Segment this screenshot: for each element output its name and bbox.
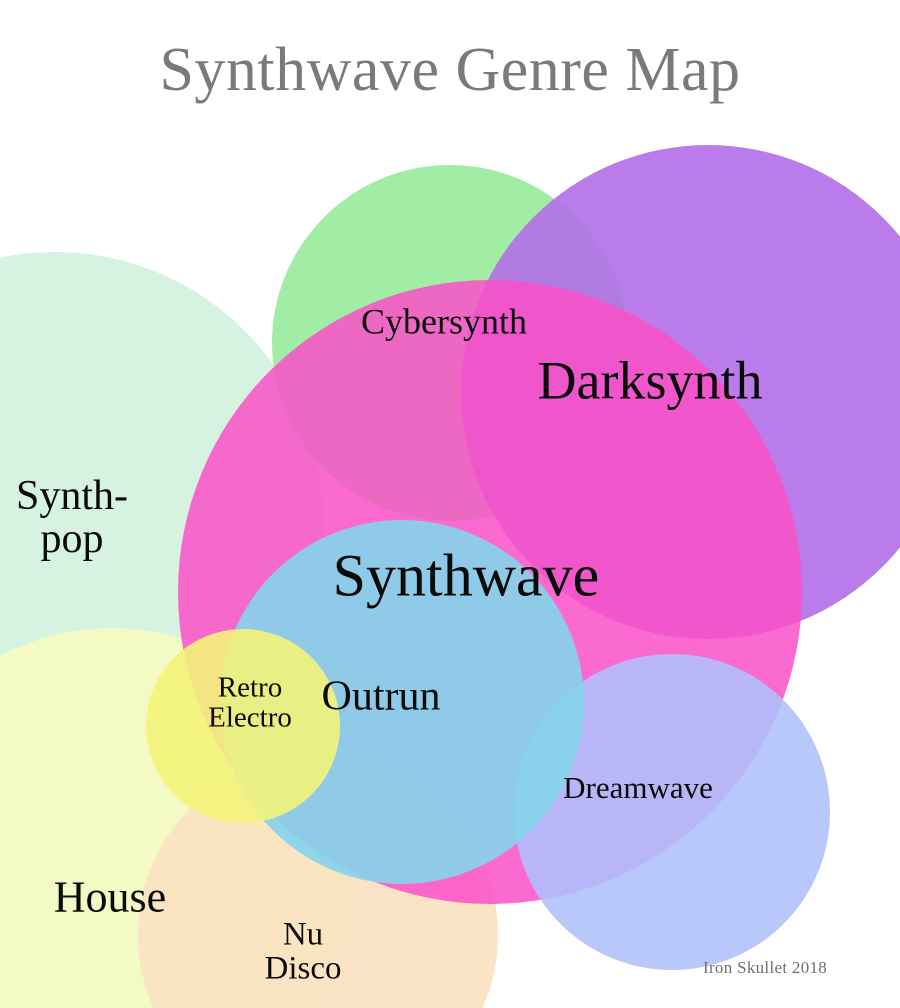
page-title: Synthwave Genre Map [159,36,741,104]
credit-text: Iron Skullet 2018 [703,958,828,977]
venn-circle-retro-electro [146,629,340,823]
venn-circle-dreamwave [514,654,830,970]
venn-circle-group [0,145,900,1008]
